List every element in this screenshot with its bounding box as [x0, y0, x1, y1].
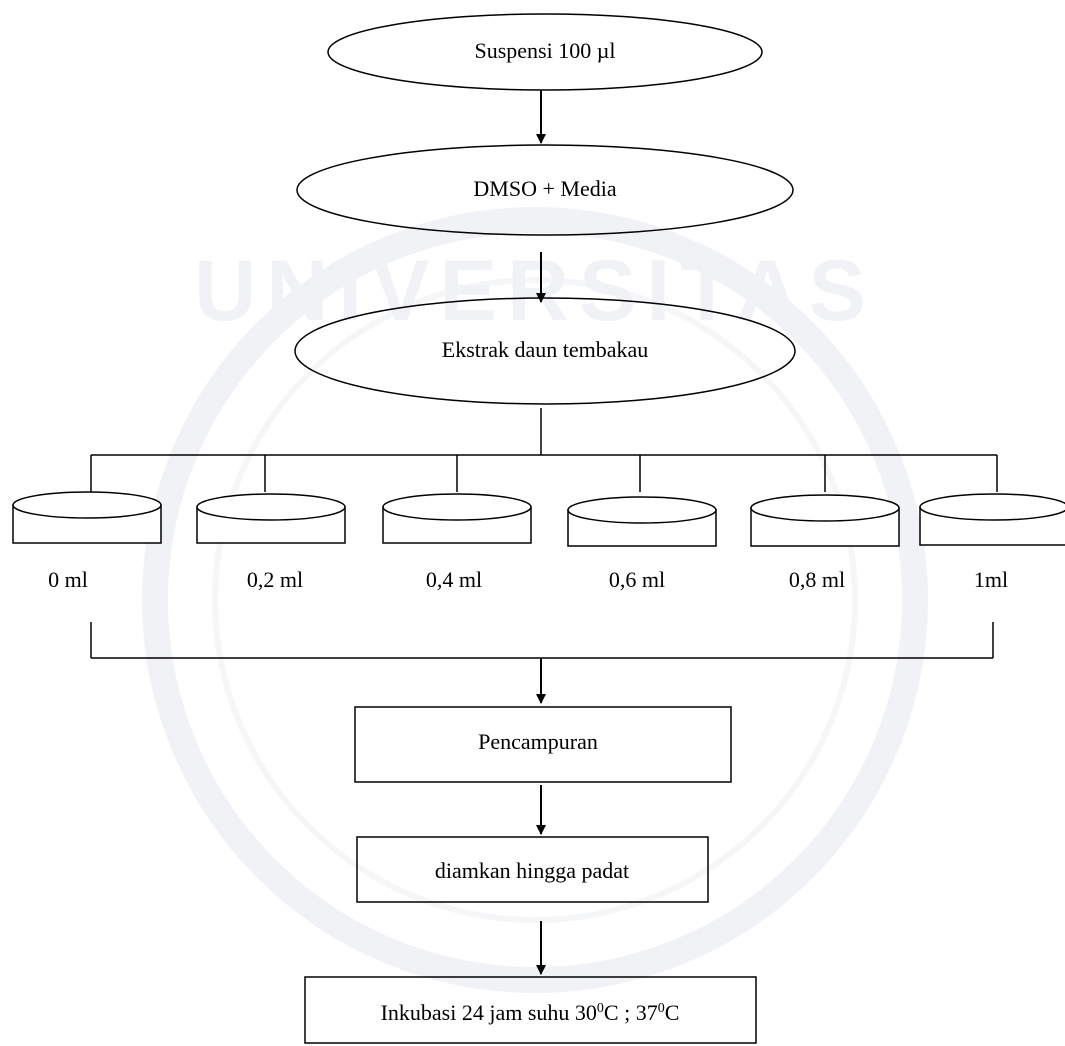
- inkubasi-sup1: 0: [597, 1001, 604, 1016]
- node-diamkan: diamkan hingga padat: [356, 836, 709, 903]
- node-ekstrak-label: Ekstrak daun tembakau: [442, 337, 649, 362]
- dish-label: 0,4 ml: [426, 567, 482, 592]
- dish-label: 0,2 ml: [247, 567, 303, 592]
- watermark-text: UNIVERSITAS: [194, 243, 876, 339]
- inkubasi-prefix: Inkubasi 24 jam suhu 30: [381, 1000, 597, 1025]
- node-diamkan-label: diamkan hingga padat: [435, 858, 629, 883]
- node-pencampuran-label: Pencampuran: [478, 729, 598, 754]
- node-dmso-label: DMSO + Media: [473, 176, 616, 201]
- node-suspensi: Suspensi 100 µl: [327, 13, 763, 91]
- dish-1: 0,2 ml: [196, 493, 346, 592]
- node-ekstrak: Ekstrak daun tembakau: [294, 297, 796, 405]
- dish-2: 0,4 ml: [382, 493, 532, 592]
- node-suspensi-label: Suspensi 100 µl: [474, 38, 615, 63]
- dish-label: 0 ml: [48, 567, 88, 592]
- inkubasi-sup2: 0: [658, 1001, 665, 1016]
- dish-label: 0,8 ml: [789, 567, 845, 592]
- inkubasi-mid: C ; 37: [604, 1000, 658, 1025]
- dish-0: 0 ml: [12, 491, 162, 592]
- watermark: UNIVERSITAS: [142, 207, 928, 993]
- dish-label: 0,6 ml: [609, 567, 665, 592]
- dish-label: 1ml: [974, 567, 1008, 592]
- dish-4: 0,8 ml: [750, 494, 900, 592]
- dish-group: 0 ml 0,2 ml 0,4 ml 0,6 ml 0,8 ml 1ml: [12, 491, 1065, 592]
- branch-connector: [90, 408, 998, 492]
- dish-3: 0,6 ml: [567, 496, 717, 592]
- node-dmso: DMSO + Media: [296, 144, 794, 236]
- node-inkubasi: Inkubasi 24 jam suhu 300C ; 370C: [304, 976, 757, 1044]
- node-pencampuran: Pencampuran: [354, 706, 732, 783]
- merge-connector: [90, 622, 994, 659]
- dish-5: 1ml: [919, 493, 1065, 592]
- inkubasi-suffix: C: [665, 1000, 680, 1025]
- node-inkubasi-label: Inkubasi 24 jam suhu 300C ; 370C: [381, 1000, 680, 1025]
